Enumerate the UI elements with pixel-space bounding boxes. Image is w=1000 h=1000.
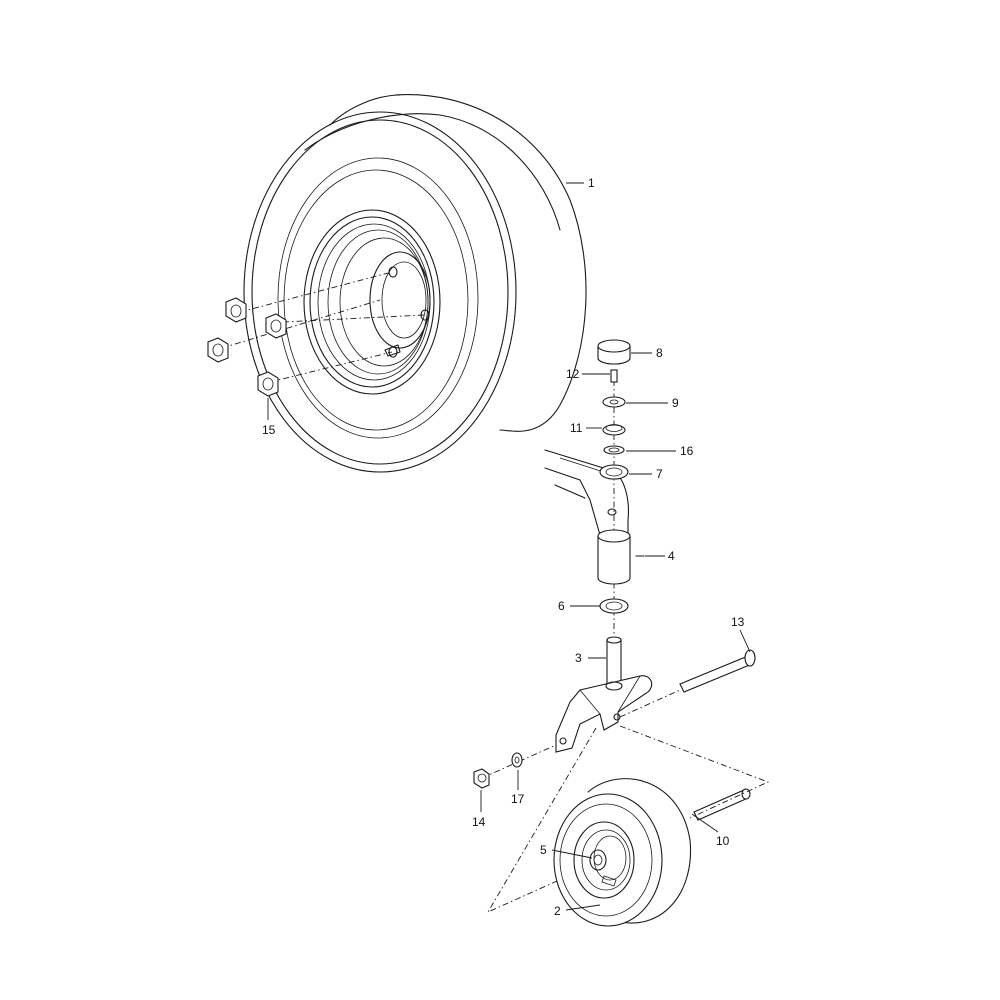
callout-16: 16 bbox=[680, 444, 694, 458]
callouts: 1 2 3 4 5 6 7 8 9 10 11 12 13 14 15 16 1 bbox=[262, 176, 751, 918]
caster-wheel bbox=[553, 778, 692, 927]
callout-13: 13 bbox=[731, 615, 745, 629]
dust-cap bbox=[597, 339, 631, 365]
king-pin-stack bbox=[597, 339, 645, 640]
callout-5: 5 bbox=[540, 843, 547, 857]
bearing-7 bbox=[599, 464, 629, 480]
callout-17: 17 bbox=[511, 792, 525, 806]
callout-10: 10 bbox=[716, 834, 730, 848]
washer-16 bbox=[603, 445, 625, 455]
callout-4: 4 bbox=[668, 549, 675, 563]
lug-nut-3 bbox=[207, 337, 229, 363]
callout-11: 11 bbox=[570, 421, 583, 435]
lug-nut-2 bbox=[265, 313, 287, 339]
rear-wheel-assembly bbox=[243, 94, 587, 473]
snap-ring bbox=[602, 424, 626, 436]
callout-2: 2 bbox=[554, 904, 561, 918]
callout-15: 15 bbox=[262, 423, 276, 437]
callout-8: 8 bbox=[656, 346, 663, 360]
callout-7: 7 bbox=[656, 467, 663, 481]
callout-3: 3 bbox=[575, 651, 582, 665]
axle-bolt bbox=[619, 649, 756, 718]
lug-nut-1 bbox=[225, 297, 247, 323]
callout-1: 1 bbox=[588, 176, 595, 190]
axle-spacer bbox=[693, 788, 751, 821]
callout-14: 14 bbox=[472, 815, 486, 829]
washer-9 bbox=[602, 396, 626, 408]
pivot-tube bbox=[597, 529, 645, 585]
lug-nuts bbox=[207, 271, 425, 397]
frame-arm bbox=[544, 449, 629, 541]
callout-9: 9 bbox=[672, 396, 679, 410]
lug-nut-4 bbox=[257, 371, 279, 397]
assembly-line-left bbox=[486, 727, 597, 913]
bearing-6 bbox=[599, 598, 629, 614]
assembly-line-right bbox=[619, 725, 770, 819]
callout-12: 12 bbox=[566, 367, 580, 381]
callout-6: 6 bbox=[558, 599, 565, 613]
caster-fork bbox=[555, 636, 653, 753]
fork-washer bbox=[511, 752, 523, 768]
grease-fitting bbox=[610, 369, 618, 383]
